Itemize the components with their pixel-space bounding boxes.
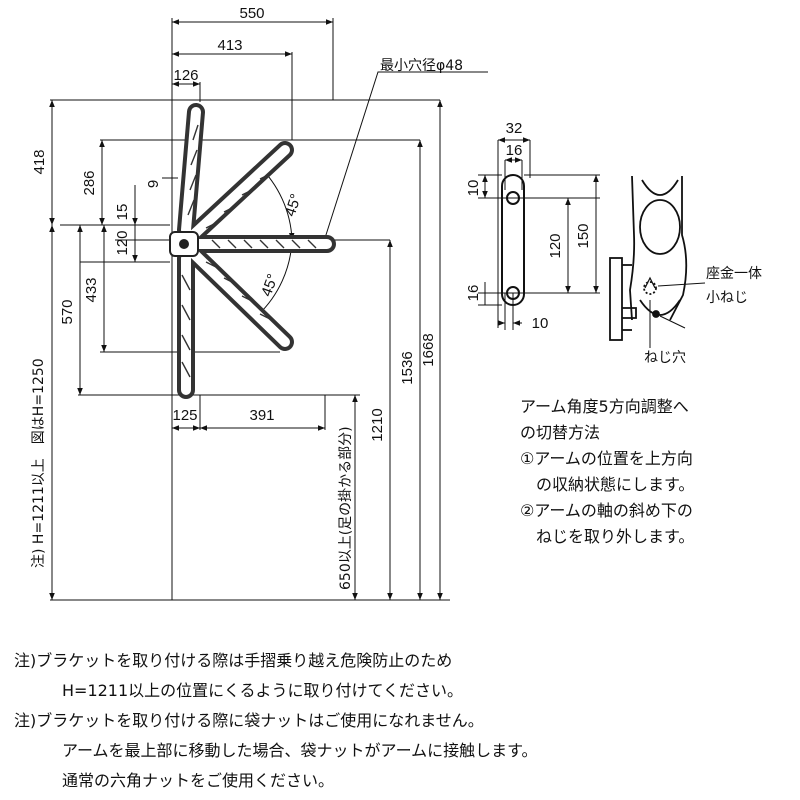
dim-391: 391 <box>249 407 274 424</box>
height-note-vertical: 注) H=1211以上 図はH=1250 <box>31 358 47 568</box>
screw-label-line1: 座金一体 <box>706 266 762 282</box>
dim-413: 413 <box>217 37 242 54</box>
dim-9: 9 <box>145 180 162 188</box>
screw-hole-label: ねじ穴 <box>644 350 686 366</box>
dim-1210: 1210 <box>369 408 386 441</box>
dim-433: 433 <box>83 277 100 302</box>
side-dim-16-bottom: 16 <box>465 285 482 302</box>
floor-clearance-note: 650以上(足の掛かる部分) <box>338 426 354 590</box>
side-dim-150: 150 <box>575 223 592 248</box>
side-dim-10-bottom: 10 <box>532 315 549 332</box>
note2-line2: アームを最上部に移動した場合、袋ナットがアームに接触します。 <box>62 741 538 760</box>
angle-lower-label: 45° <box>258 272 282 299</box>
dim-286: 286 <box>81 170 98 195</box>
note2-line1: 注)ブラケットを取り付ける際に袋ナットはご使用になれません。 <box>14 711 484 730</box>
side-dim-120: 120 <box>547 233 564 258</box>
dim-550: 550 <box>239 5 264 22</box>
dim-1536: 1536 <box>399 351 416 384</box>
min-hole-diameter-label: 最小穴径φ48 <box>380 58 463 74</box>
dim-570: 570 <box>59 299 76 324</box>
note1-line1: 注)ブラケットを取り付ける際は手摺乗り越え危険防止のため <box>14 651 453 670</box>
instructions-title-line2: の切替方法 <box>520 423 601 442</box>
instructions-step1-line2: の収納状態にします。 <box>520 475 695 494</box>
dim-126: 126 <box>173 67 198 84</box>
angle-upper-label: 45° <box>282 192 305 219</box>
detail-view <box>609 175 706 348</box>
instructions-step2-line1: ②アームの軸の斜め下の <box>520 501 693 520</box>
screw-label-line2: 小ねじ <box>706 290 748 306</box>
side-dim-16-top: 16 <box>506 142 523 159</box>
dim-1668: 1668 <box>420 333 437 366</box>
instructions-title: アーム角度5方向調整へ の切替方法 ①アームの位置を上方向 の収納状態にします。… <box>520 394 694 550</box>
dim-418: 418 <box>31 149 48 174</box>
bracket-arms <box>169 103 336 399</box>
installation-notes: 注)ブラケットを取り付ける際は手摺乗り越え危険防止のため H=1211以上の位置… <box>14 646 538 796</box>
dim-125: 125 <box>172 407 197 424</box>
note1-line2: H=1211以上の位置にくるように取り付けてください。 <box>62 681 464 700</box>
side-dim-32: 32 <box>506 120 523 137</box>
dim-120: 120 <box>114 230 131 255</box>
note2-line3: 通常の六角ナットをご使用ください。 <box>62 771 335 790</box>
side-view-plate <box>478 137 600 330</box>
instructions-step1-line1: ①アームの位置を上方向 <box>520 449 693 468</box>
instructions-title-line1: アーム角度5方向調整へ <box>520 397 689 416</box>
instructions-step2-line2: ねじを取り外します。 <box>520 527 695 546</box>
dim-15: 15 <box>114 204 131 221</box>
side-dim-10-top: 10 <box>465 180 482 197</box>
